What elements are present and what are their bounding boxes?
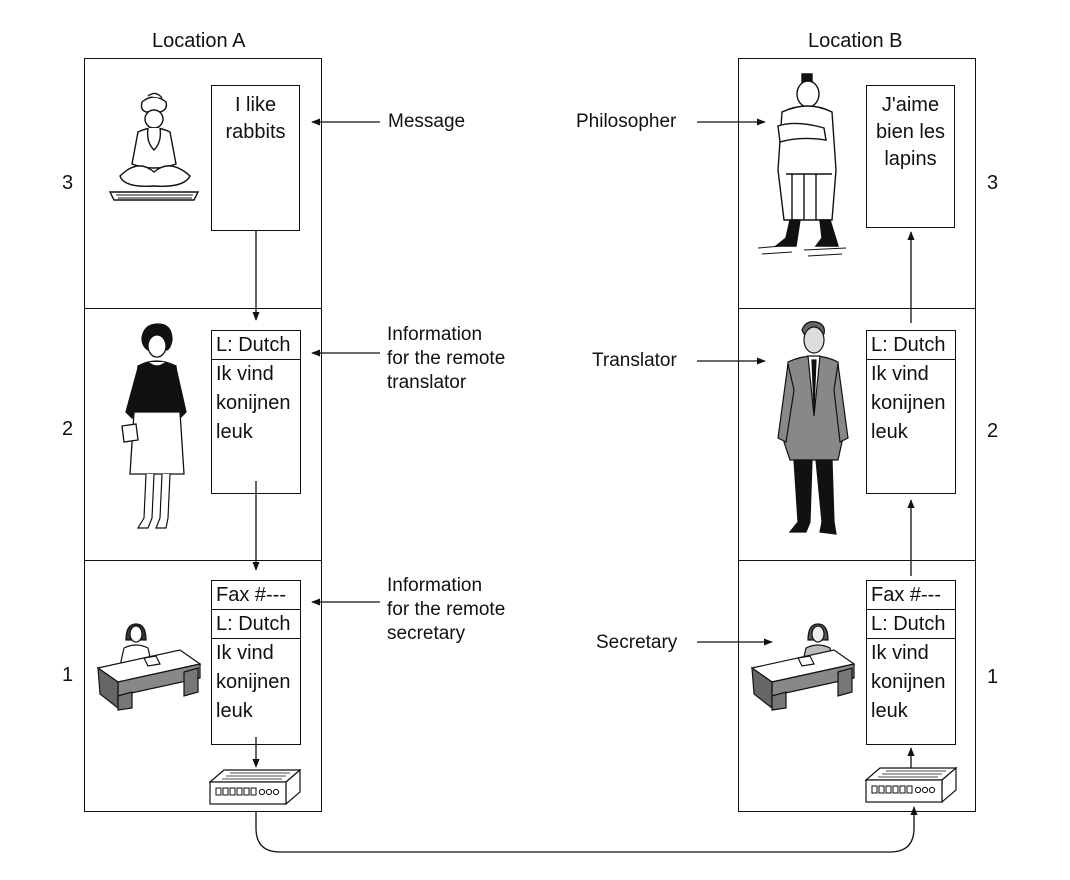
transmission-line [255,806,918,853]
secretary-desk-icon [750,623,856,711]
doc-line: konijnen [871,671,946,693]
philosopher-monk-icon [757,73,847,257]
secretary-label: Secretary [596,632,678,653]
doc-header: L: Dutch [212,331,300,360]
doc-line: lapins [884,148,937,170]
label-line: translator [387,372,467,393]
location-a-translator-doc: L: Dutch Ik vind konijnen leuk [211,330,301,494]
doc-line: bien les [876,121,945,143]
philosopher-figure-icon [108,92,200,201]
label-line: Information [387,575,483,596]
location-b-translator-doc: L: Dutch Ik vind konijnen leuk [866,330,956,494]
doc-line: leuk [871,421,908,443]
doc-line: I like [234,94,277,116]
info-translator-label: Information for the remote translator [387,323,505,395]
translator-label: Translator [592,350,677,371]
fax-modem-icon [208,768,302,806]
location-a-secretary-doc: Fax #--- L: Dutch Ik vind konijnen leuk [211,580,301,745]
doc-header-fax: Fax #--- [867,581,955,610]
layer-number-a-2: 2 [62,418,74,440]
layer-number-a-1: 1 [62,664,74,686]
doc-line: konijnen [216,392,291,414]
location-b-message-doc: J'aime bien les lapins [866,85,955,228]
doc-header: L: Dutch [867,331,955,360]
doc-line: J'aime [881,94,940,116]
layer-number-b-1: 1 [987,666,999,688]
layer-number-a-3: 3 [62,172,74,194]
doc-line: konijnen [871,392,946,414]
doc-line: Ik vind [216,363,274,385]
doc-line: leuk [871,700,908,722]
doc-line: Ik vind [871,363,929,385]
doc-line: leuk [216,700,253,722]
label-line: for the remote [387,348,506,369]
location-b-title: Location B [808,30,903,52]
doc-line: rabbits [225,121,286,143]
location-a-title: Location A [152,30,246,52]
label-line: Information [387,324,483,345]
secretary-desk-icon [96,623,202,711]
location-a-message-doc: I like rabbits [211,85,300,231]
doc-header-language: L: Dutch [212,610,300,639]
info-secretary-label: Information for the remote secretary [387,574,505,646]
doc-line: Ik vind [871,642,929,664]
layer-number-b-2: 2 [987,420,999,442]
fax-modem-icon [864,766,958,804]
doc-header-fax: Fax #--- [212,581,300,610]
location-b-secretary-doc: Fax #--- L: Dutch Ik vind konijnen leuk [866,580,956,745]
doc-line: konijnen [216,671,291,693]
translator-woman-icon [121,323,187,529]
doc-line: Ik vind [216,642,274,664]
doc-line: leuk [216,421,253,443]
label-line: secretary [387,623,466,644]
layer-number-b-3: 3 [987,172,999,194]
translator-man-icon [777,321,849,535]
label-line: for the remote [387,599,506,620]
message-label: Message [388,111,466,132]
doc-header-language: L: Dutch [867,610,955,639]
philosopher-label: Philosopher [576,111,677,132]
